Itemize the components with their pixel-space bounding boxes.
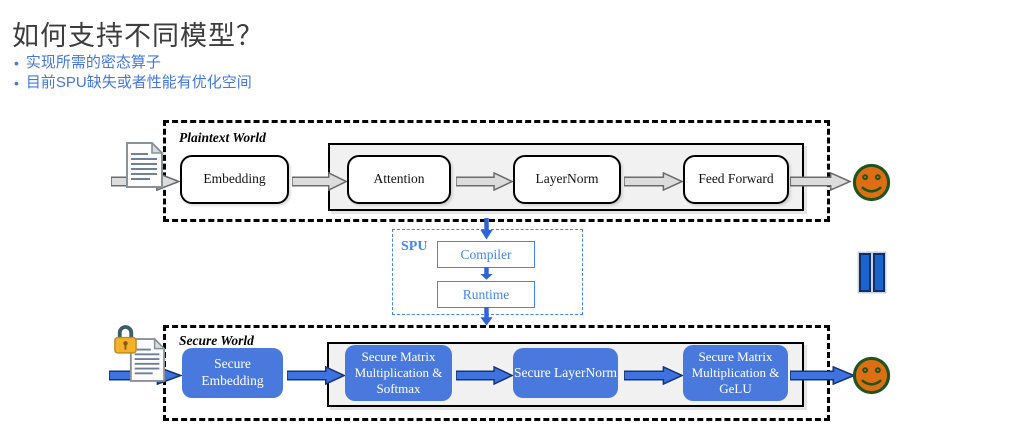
document-icon xyxy=(126,142,164,188)
bullet-text: 目前SPU缺失或者性能有优化空间 xyxy=(25,74,252,91)
page-title: 如何支持不同模型？ xyxy=(12,21,264,51)
arrow-right-icon xyxy=(790,366,856,385)
lock-icon xyxy=(114,325,137,354)
arrow-right-icon xyxy=(456,366,514,385)
node-secure-embedding: Secure Embedding xyxy=(182,348,283,398)
arrow-right-icon xyxy=(624,172,684,191)
secure-world-label: Secure World xyxy=(179,333,254,348)
arrow-right-icon xyxy=(790,172,852,191)
arrow-right-icon xyxy=(624,366,684,385)
bullet-dot: • xyxy=(14,75,19,91)
plaintext-world-label: Plaintext World xyxy=(179,130,266,145)
bullet-item: • 实现所需的密态算子 xyxy=(14,53,252,73)
node-layernorm: LayerNorm xyxy=(513,155,621,204)
pause-bars-icon xyxy=(873,253,885,292)
node-runtime: Runtime xyxy=(437,281,535,308)
arrow-right-icon xyxy=(456,172,514,191)
node-compiler: Compiler xyxy=(437,241,535,268)
node-attention: Attention xyxy=(347,155,451,204)
node-feed-forward: Feed Forward xyxy=(683,155,789,204)
arrow-down-icon xyxy=(480,307,493,326)
document-icon xyxy=(129,337,166,382)
plaintext-world-box xyxy=(163,120,830,222)
bullet-item: • 目前SPU缺失或者性能有优化空间 xyxy=(14,73,252,93)
arrow-right-icon xyxy=(287,366,346,385)
node-secure-matmul-gelu: Secure Matrix Multiplication & GeLU xyxy=(683,345,788,401)
arrow-right-icon xyxy=(292,172,348,191)
pause-bars-icon xyxy=(859,253,871,292)
node-secure-matmul-softmax: Secure Matrix Multiplication & Softmax xyxy=(345,345,452,401)
bullet-list: • 实现所需的密态算子 • 目前SPU缺失或者性能有优化空间 xyxy=(14,53,252,93)
node-secure-layernorm: Secure LayerNorm xyxy=(513,348,618,398)
node-embedding: Embedding xyxy=(180,155,289,204)
bullet-dot: • xyxy=(14,55,19,71)
arrow-down-icon xyxy=(480,218,493,240)
arrow-down-icon xyxy=(480,267,493,280)
spu-label: SPU xyxy=(401,239,428,254)
bullet-text: 实现所需的密态算子 xyxy=(25,54,161,71)
smiley-face-icon xyxy=(852,163,891,202)
smiley-face-icon xyxy=(852,356,891,395)
